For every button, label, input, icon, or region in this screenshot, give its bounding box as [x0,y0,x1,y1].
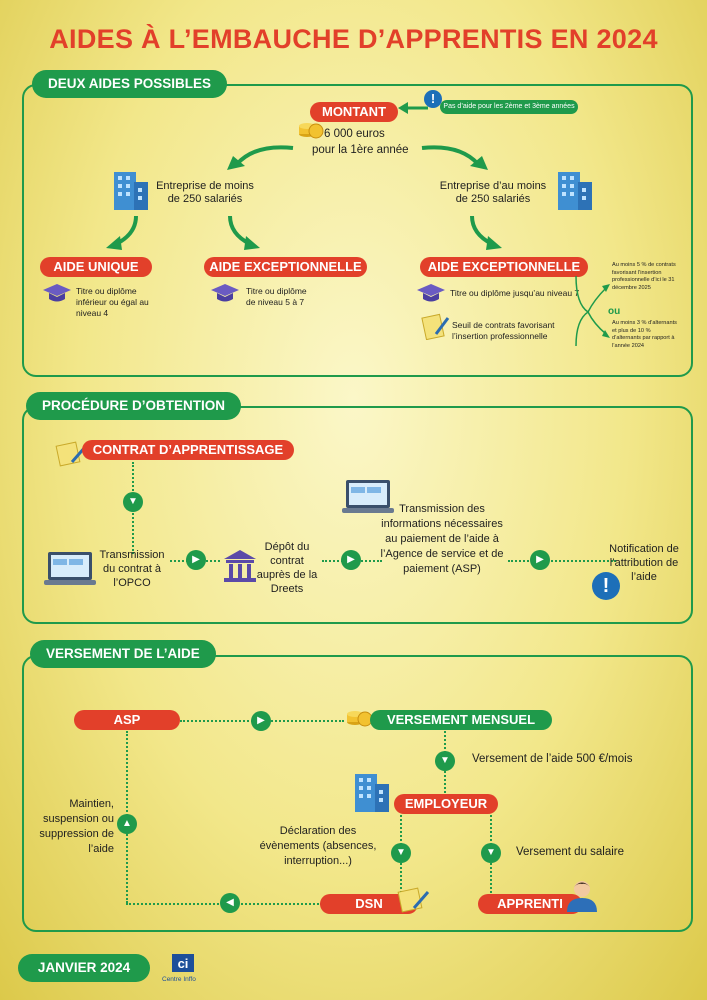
centre-inffo-logo: ci [172,954,194,972]
step3-text: Transmission des informations nécessaire… [380,503,504,575]
up-arrow-icon: ▲ [117,814,137,834]
aide-excep-right-text2: Seuil de contrats favorisant l’insertion… [452,320,555,341]
aide-excep-right-text1: Titre ou diplôme jusqu’au niveau 7 [450,288,580,298]
maintien-text: Maintien, suspension ou suppression de l… [39,798,114,855]
right-company-label: Entreprise d’au moins de 250 salariés [439,180,547,205]
montant-sub: pour la 1ère année [312,144,409,156]
left-arrow-icon: ◀ [220,893,240,913]
step1-text: Transmission du contrat à l’OPCO [99,549,165,589]
graduation-cap-icon-1 [43,284,71,302]
svg-text:ci: ci [178,956,189,971]
versement-aide-text: Versement de l’aide 500 €/mois [472,753,633,765]
down-arrow-icon-1: ▼ [123,492,143,512]
section-deux-aides [22,84,693,377]
apprenti-pill: APPRENTI [478,894,582,914]
curved-arrow-right-icon [421,145,488,170]
aide-exceptionnelle-left-pill: AIDE EXCEPTIONNELLE [204,257,367,277]
dsn-pill: DSN [320,894,418,914]
ou-text: ou [608,306,621,317]
connector-h-3 [508,560,616,562]
condition-1-text: Au moins 5 % de contrats favorisant l’in… [612,262,676,291]
aide-exceptionnelle-right-pill: AIDE EXCEPTIONNELLE [420,257,588,277]
contract-icon-1 [421,313,450,340]
aide-unique-text: Titre ou diplôme inférieur ou égal au ni… [76,286,149,318]
asp-pill: ASP [74,710,180,730]
section-label-deux-aides: DEUX AIDES POSSIBLES [32,70,228,98]
versement-mensuel-pill: VERSEMENT MENSUEL [370,710,552,730]
left-company-label: Entreprise de moins de 250 salariés [156,180,254,205]
employeur-pill: EMPLOYEUR [394,794,498,814]
section-procedure [22,406,693,624]
step2-text: Dépôt du contrat auprès de la Dreets [256,541,318,595]
page-title: AIDES À L’EMBAUCHE D’APPRENTIS EN 2024 [49,24,658,54]
section-label-versement: VERSEMENT DE L’AIDE [30,640,216,668]
logo-text: Centre Inffo [162,976,196,983]
curved-arrow-left-icon [227,145,294,170]
right-arrow-icon-3: ▶ [530,550,550,570]
down-arrow-icon-3: ▼ [391,843,411,863]
step4-text: Notification de l’attribution de l’aide [609,543,679,583]
person-icon [567,881,597,912]
laptop-icon-2 [342,480,394,513]
notification-icon: ! [592,572,620,600]
info-icon: ! [424,90,442,108]
contrat-pill: CONTRAT D’APPRENTISSAGE [82,440,294,460]
condition-2-text: Au moins 3 % d’alternants et plus de 10 … [612,320,677,349]
graduation-cap-icon-2 [211,284,239,302]
building-icon-3 [355,774,389,812]
montant-pill: MONTANT [310,102,398,122]
aide-excep-left-text: Titre ou diplôme de niveau 5 à 7 [246,286,307,307]
laptop-icon-1 [44,552,96,585]
down-arrow-icon-2: ▼ [435,751,455,771]
graduation-cap-icon-3 [417,284,445,302]
curved-arrow-down-right-icon-a [228,215,260,250]
montant-amount: 6 000 euros [324,128,385,140]
right-arrow-icon-1: ▶ [186,550,206,570]
contract-icon-3 [397,887,430,913]
aide-unique-pill: AIDE UNIQUE [40,257,152,277]
coins-icon-2 [347,711,373,727]
bracket-arrows-icon [575,275,610,347]
right-arrow-icon-4: ▶ [251,711,271,731]
right-arrow-icon-2: ▶ [341,550,361,570]
curved-arrow-down-left-icon [106,215,138,250]
down-arrow-icon-4: ▼ [481,843,501,863]
government-building-icon [224,550,256,582]
arrow-left-icon [398,102,428,114]
section-versement [22,655,693,932]
note-pill: Pas d’aide pour les 2ème et 3ème années [440,100,578,114]
curved-arrow-down-right-icon-b [470,215,502,250]
building-icon-left [114,172,148,210]
footer-date: JANVIER 2024 [18,954,150,982]
building-icon-right [558,172,592,210]
coins-icon [299,123,324,139]
declaration-text: Déclaration des évènements (absences, in… [259,825,377,867]
section-label-procedure: PROCÉDURE D’OBTENTION [26,392,242,420]
versement-salaire-text: Versement du salaire [516,846,625,858]
